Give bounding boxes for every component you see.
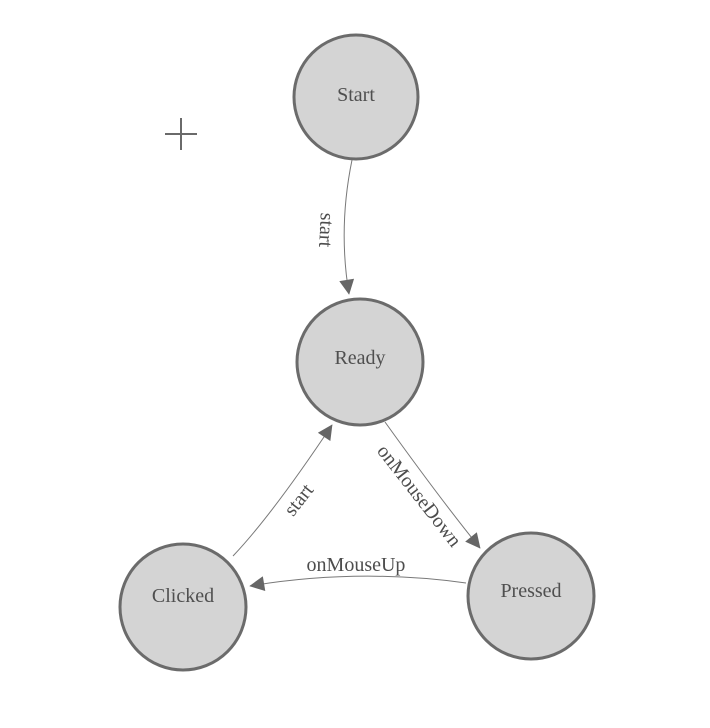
node-clicked[interactable]: Clicked — [118, 542, 248, 672]
node-pressed-label: Pressed — [500, 580, 561, 602]
edge-pressed-to-clicked[interactable] — [249, 575, 467, 592]
edge-start-to-ready[interactable] — [339, 159, 355, 295]
node-ready-label: Ready — [334, 347, 385, 369]
edge-clicked-to-ready[interactable] — [232, 424, 333, 557]
node-start[interactable]: Start — [292, 33, 420, 161]
crosshair-plus-icon — [165, 118, 197, 150]
node-clicked-label: Clicked — [152, 585, 214, 607]
edge-label-clicked-to-ready: start — [280, 479, 319, 520]
node-pressed[interactable]: Pressed — [466, 531, 596, 661]
edge-label-pressed-to-clicked: onMouseUp — [307, 554, 406, 576]
edge-ready-to-pressed[interactable] — [384, 421, 481, 549]
edge-label-start-to-ready: start — [314, 212, 338, 248]
edge-label-ready-to-pressed: onMouseDown — [372, 441, 465, 552]
node-ready[interactable]: Ready — [295, 297, 425, 427]
node-start-label: Start — [337, 84, 375, 106]
